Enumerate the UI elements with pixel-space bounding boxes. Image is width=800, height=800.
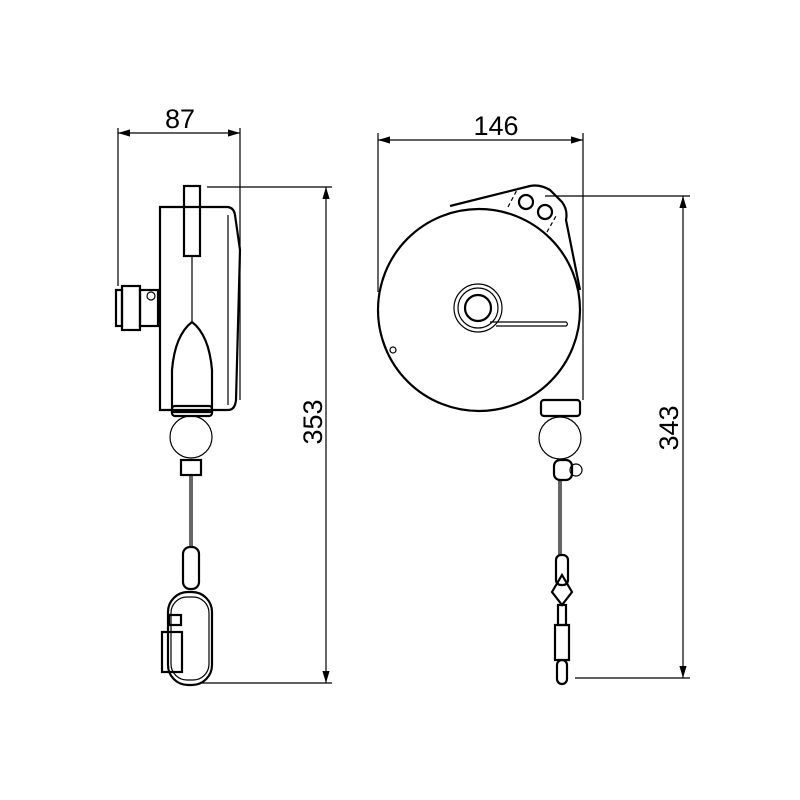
drum-housing [376, 207, 582, 413]
mounting-knob [114, 284, 160, 332]
dimension-label-353: 353 [298, 399, 328, 444]
front-view: 146 343 [376, 111, 690, 686]
dimension-label-343: 343 [654, 405, 684, 450]
dimension-353: 353 [200, 186, 332, 684]
dimension-label-146: 146 [473, 111, 518, 141]
dimension-146: 146 [377, 111, 584, 400]
carabiner [160, 590, 214, 687]
dimension-label-87: 87 [165, 104, 195, 134]
balancer-side-body [114, 184, 242, 687]
stop-ball [169, 415, 213, 459]
cable-clamp [179, 458, 203, 477]
mount-hole [517, 193, 535, 211]
stop-ball [538, 416, 582, 460]
mount-hole [536, 203, 554, 221]
dimension-87: 87 [117, 104, 241, 400]
cable-clamp [552, 458, 574, 482]
side-view: 87 353 [114, 104, 332, 687]
dimension-343: 343 [545, 195, 690, 679]
hub [453, 283, 503, 333]
balancer-front-body [376, 184, 583, 686]
